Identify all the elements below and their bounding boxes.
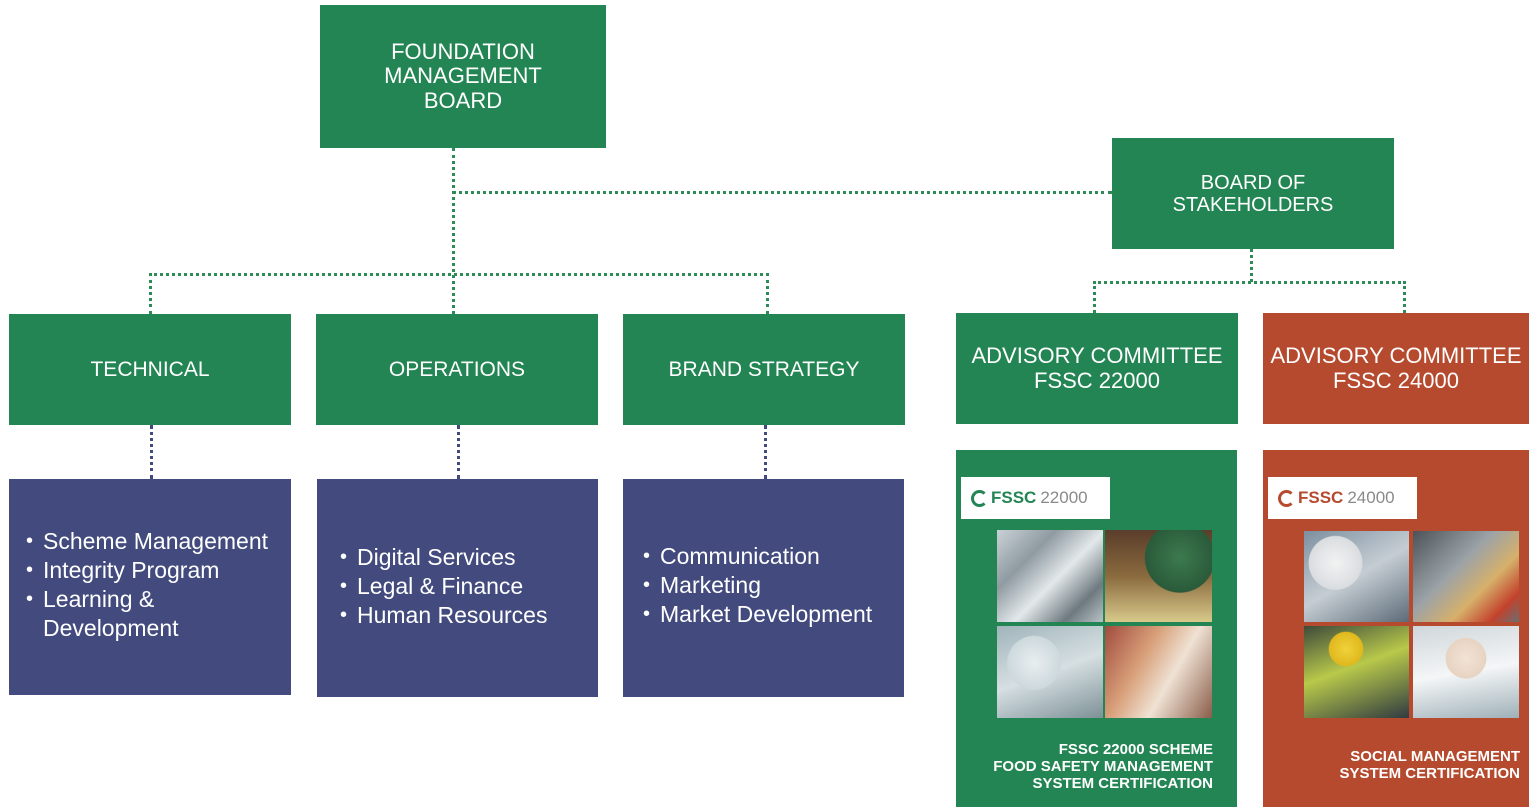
operations-items-list: Digital Services Legal & Finance Human R… bbox=[340, 543, 595, 630]
advisory-committee-22000: ADVISORY COMMITTEE FSSC 22000 bbox=[956, 313, 1238, 424]
list-item: Marketing bbox=[643, 571, 901, 600]
list-item: Communication bbox=[643, 542, 901, 571]
committee-title: ADVISORY COMMITTEE FSSC 24000 bbox=[1270, 343, 1522, 393]
connector-stakeholders-down bbox=[1250, 249, 1253, 282]
department-title: TECHNICAL bbox=[90, 357, 210, 381]
foundation-management-board: FOUNDATION MANAGEMENT BOARD bbox=[320, 5, 606, 148]
fssc-22000-card: FSSC 22000 FSSC 22000 SCHEME FOOD SAFETY… bbox=[956, 450, 1237, 807]
connector-departments-bar bbox=[149, 273, 769, 276]
connector-committees-bar bbox=[1093, 281, 1406, 284]
fssc-24000-card-title: SOCIAL MANAGEMENT SYSTEM CERTIFICATION bbox=[1339, 748, 1520, 782]
department-title: BRAND STRATEGY bbox=[668, 357, 860, 381]
photo-scientist bbox=[1413, 626, 1519, 718]
fssc-24000-logo: FSSC 24000 bbox=[1268, 477, 1417, 519]
photo-stainless-tanks bbox=[997, 530, 1103, 622]
brand-items-list: Communication Marketing Market Developme… bbox=[643, 542, 901, 629]
list-item: Legal & Finance bbox=[340, 572, 595, 601]
advisory-committee-24000: ADVISORY COMMITTEE FSSC 24000 bbox=[1263, 313, 1529, 424]
department-operations: OPERATIONS bbox=[316, 314, 598, 425]
fssc-24000-card: FSSC 24000 SOCIAL MANAGEMENT SYSTEM CERT… bbox=[1263, 450, 1529, 807]
photo-lab-workers bbox=[1304, 531, 1409, 622]
connector-technical bbox=[149, 273, 152, 314]
fssc-22000-card-title: FSSC 22000 SCHEME FOOD SAFETY MANAGEMENT… bbox=[993, 741, 1213, 792]
photo-hardhat-workers bbox=[1304, 626, 1409, 718]
connector-technical-list bbox=[150, 425, 153, 479]
connector-committee-22000 bbox=[1093, 281, 1096, 313]
connector-foundation-down bbox=[452, 148, 455, 314]
fssc-ring-icon bbox=[971, 489, 988, 507]
logo-number: 24000 bbox=[1347, 488, 1395, 507]
foundation-board-title: FOUNDATION MANAGEMENT BOARD bbox=[384, 39, 542, 113]
photo-food-worker bbox=[1105, 530, 1212, 622]
stakeholders-board-title: BOARD OF STAKEHOLDERS bbox=[1172, 171, 1334, 216]
connector-foundation-stakeholders bbox=[452, 191, 1112, 194]
logo-brand: FSSC bbox=[1298, 488, 1344, 507]
list-item: Digital Services bbox=[340, 543, 595, 572]
logo-brand: FSSC bbox=[991, 488, 1037, 507]
list-item: Learning & Development bbox=[26, 585, 253, 643]
connector-brand-list bbox=[764, 425, 767, 479]
list-item: Market Development bbox=[643, 600, 901, 629]
board-of-stakeholders: BOARD OF STAKEHOLDERS bbox=[1112, 138, 1394, 249]
list-item: Integrity Program bbox=[26, 556, 288, 585]
department-technical: TECHNICAL bbox=[9, 314, 291, 425]
list-item: Human Resources bbox=[340, 601, 595, 630]
connector-committee-24000 bbox=[1403, 281, 1406, 313]
list-item: Scheme Management bbox=[26, 527, 288, 556]
fssc-ring-icon bbox=[1278, 489, 1295, 507]
photo-lab-inspector bbox=[997, 626, 1103, 718]
photo-kitchen-chef bbox=[1413, 531, 1519, 622]
department-brand-strategy: BRAND STRATEGY bbox=[623, 314, 905, 425]
fssc-22000-logo: FSSC 22000 bbox=[961, 477, 1110, 519]
connector-operations-list bbox=[457, 425, 460, 479]
logo-number: 22000 bbox=[1040, 488, 1088, 507]
photo-market-shopper bbox=[1105, 626, 1212, 718]
department-title: OPERATIONS bbox=[388, 357, 526, 381]
committee-title: ADVISORY COMMITTEE FSSC 22000 bbox=[971, 343, 1223, 393]
technical-items-list: Scheme Management Integrity Program Lear… bbox=[26, 527, 288, 643]
connector-brand-strategy bbox=[766, 273, 769, 314]
